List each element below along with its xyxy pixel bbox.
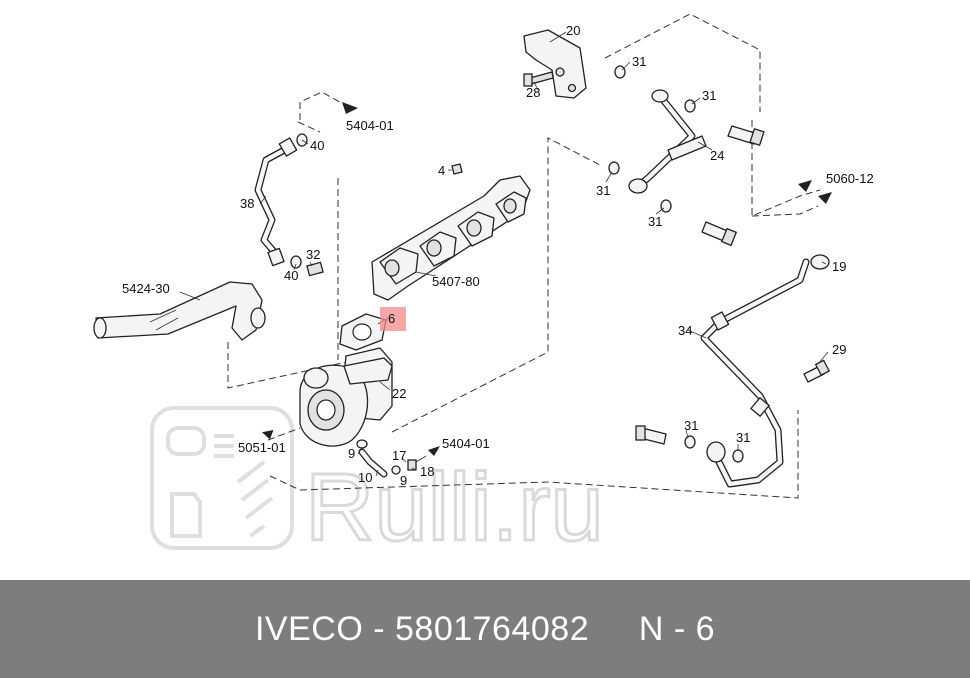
fitting-17-18[interactable] xyxy=(407,455,427,471)
callout-5404-01-top: 5404-01 xyxy=(346,118,394,133)
callout-18: 18 xyxy=(420,464,434,479)
callout-32: 32 xyxy=(306,247,320,262)
bolts-rod[interactable] xyxy=(701,125,765,247)
callout-29: 29 xyxy=(832,342,846,357)
watermark-text: Rulli.ru xyxy=(305,454,604,561)
watermark-oil-can-icon xyxy=(170,492,202,538)
callout-31-bottom-left: 31 xyxy=(684,418,698,433)
tie-rod-24[interactable] xyxy=(628,89,707,194)
bracket-20[interactable] xyxy=(523,29,587,99)
callout-4: 4 xyxy=(438,163,445,178)
oil-pipe-38[interactable] xyxy=(254,137,298,267)
watermark-gauge-icon xyxy=(166,426,206,456)
fitting-32[interactable] xyxy=(306,261,324,277)
bolt-29[interactable] xyxy=(803,359,831,383)
callout-9-right: 9 xyxy=(400,473,407,488)
part-info-footer: IVECO - 5801764082 N - 6 xyxy=(0,580,970,678)
nut-4[interactable] xyxy=(451,163,463,175)
brand-name: IVECO xyxy=(254,609,364,648)
callout-5060-12: 5060-12 xyxy=(826,171,874,186)
callout-38: 38 xyxy=(240,196,254,211)
watermark-spring-icon xyxy=(236,460,274,538)
intake-pipe-5424-30[interactable] xyxy=(93,281,266,341)
part-number: 5801764082 xyxy=(395,609,590,648)
callout-6: 6 xyxy=(388,311,395,326)
oil-return-pipe-10[interactable] xyxy=(358,448,388,478)
callout-31-bottom-right: 31 xyxy=(736,430,750,445)
exploded-parts-diagram: Rulli.ru xyxy=(93,13,874,563)
watermark: Rulli.ru xyxy=(150,406,605,563)
seal-washers-40[interactable] xyxy=(290,133,308,269)
callout-20: 20 xyxy=(566,23,580,38)
reference-arrows xyxy=(261,102,832,456)
turbocharger-22[interactable] xyxy=(299,347,393,447)
callout-9-left: 9 xyxy=(348,446,355,461)
callout-31-left: 31 xyxy=(596,183,610,198)
callout-5404-01-bottom: 5404-01 xyxy=(442,436,490,451)
callout-19: 19 xyxy=(832,259,846,274)
watermark-lines-icon xyxy=(214,434,234,458)
callout-34: 34 xyxy=(678,323,692,338)
callout-labels: 20 28 31 31 31 31 31 31 24 4 40 40 38 32… xyxy=(122,23,874,488)
callout-22: 22 xyxy=(392,386,406,401)
callout-31-lower: 31 xyxy=(648,214,662,229)
callout-40-top: 40 xyxy=(310,138,324,153)
washers-31[interactable] xyxy=(608,65,744,463)
leader-lines xyxy=(179,31,829,477)
position-code: N - 6 xyxy=(638,609,716,648)
bolt-28[interactable] xyxy=(523,71,554,87)
callout-24: 24 xyxy=(710,148,724,163)
callout-28: 28 xyxy=(526,85,540,100)
gasket-6[interactable] xyxy=(339,313,387,351)
callout-40-bottom: 40 xyxy=(284,268,298,283)
callout-31-top: 31 xyxy=(632,54,646,69)
callout-5051-01: 5051-01 xyxy=(238,440,286,455)
brand-separator: - xyxy=(373,609,386,648)
callout-31-upper-right: 31 xyxy=(702,88,716,103)
callout-6-highlight xyxy=(380,307,406,331)
assembly-reference-lines xyxy=(227,13,821,499)
callout-5407-80: 5407-80 xyxy=(432,274,480,289)
watermark-frame xyxy=(150,406,294,550)
callout-5424-30: 5424-30 xyxy=(122,281,170,296)
hose-clamp-19[interactable] xyxy=(810,254,830,270)
callout-10: 10 xyxy=(358,470,372,485)
callout-17: 17 xyxy=(392,448,406,463)
exhaust-manifold-5407-80[interactable] xyxy=(371,175,531,301)
water-pipe-34[interactable] xyxy=(700,258,810,488)
banjo-bolt-31[interactable] xyxy=(635,425,667,445)
